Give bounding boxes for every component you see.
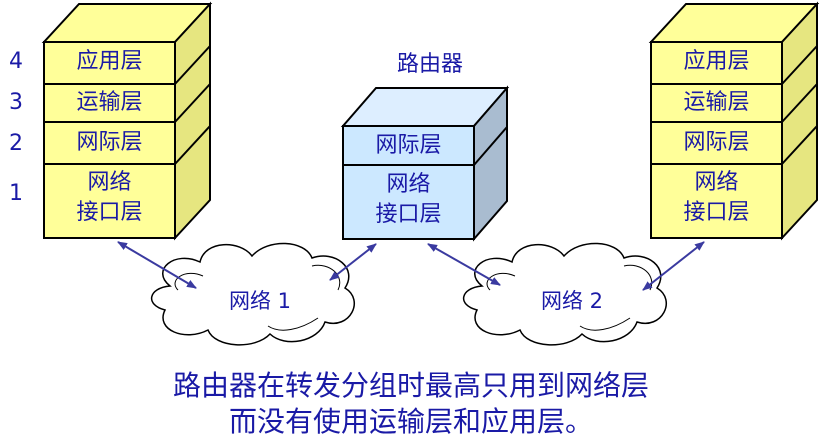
router-box (340, 85, 510, 242)
caption-line-1: 路由器在转发分组时最高只用到网络层 (172, 369, 649, 402)
arrow-network-1-to-router (329, 243, 377, 281)
host-left-stack (41, 1, 213, 241)
host-right-stack (648, 1, 820, 241)
cloud-network-1 (151, 242, 355, 346)
arrow-host-left-to-network-1 (117, 241, 197, 289)
router-internet-layer: 网际层 (375, 133, 442, 158)
router-title: 路由器 (396, 52, 463, 77)
layer-number-2: 2 (9, 131, 23, 156)
host-left-application-layer: 应用层 (76, 49, 143, 74)
network-2-label: 网络 2 (540, 289, 604, 313)
cloud-network-2 (463, 242, 667, 346)
arrow-network-2-to-host-right (642, 241, 705, 291)
host-left-network-interface-layer: 网络 接口层 (76, 170, 143, 225)
host-right-application-layer: 应用层 (683, 49, 750, 74)
arrow-router-to-network-2 (427, 243, 501, 286)
caption-line-2: 而没有使用运输层和应用层。 (228, 405, 593, 438)
layer-number-3: 3 (9, 90, 23, 115)
host-right-network-interface-layer: 网络 接口层 (683, 170, 750, 225)
link-arrows (117, 241, 705, 291)
host-right-internet-layer: 网际层 (683, 130, 750, 155)
host-left-transport-layer: 运输层 (76, 90, 143, 115)
layer-number-1: 1 (9, 181, 23, 206)
host-right-transport-layer: 运输层 (683, 90, 750, 115)
layer-number-4: 4 (9, 49, 23, 74)
router-network-interface-layer: 网络 接口层 (375, 172, 442, 227)
network-1-label: 网络 1 (228, 289, 292, 313)
host-left-internet-layer: 网际层 (76, 130, 143, 155)
